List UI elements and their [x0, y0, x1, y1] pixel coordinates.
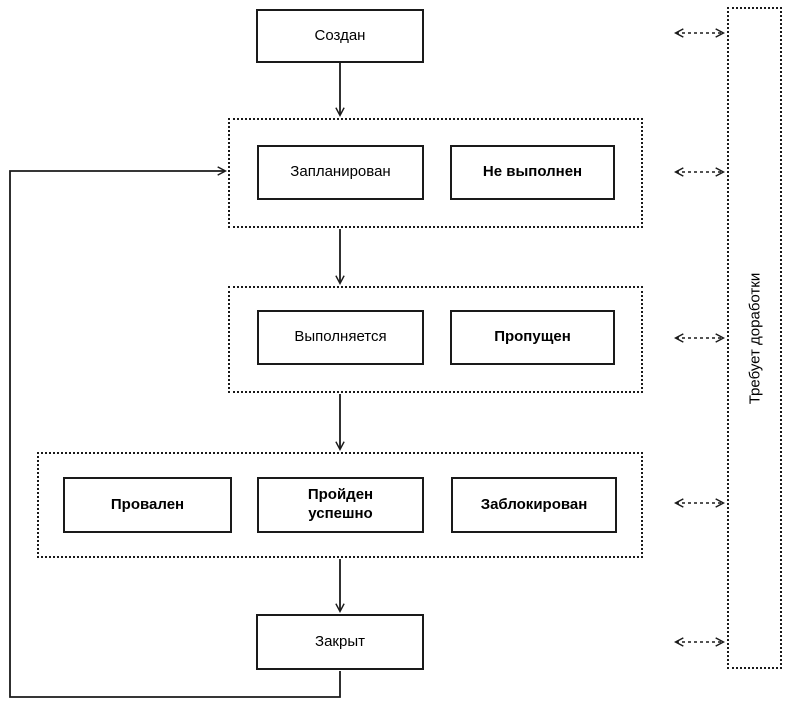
rework-arrows [676, 33, 723, 642]
node-passed-label: Пройден успешно [307, 486, 374, 522]
node-created-label: Создан [314, 26, 366, 44]
group-executing [228, 286, 643, 393]
node-planned-label: Запланирован [290, 163, 391, 181]
node-planned: Запланирован [257, 145, 424, 200]
group-result [37, 452, 643, 558]
rework-panel [727, 7, 782, 669]
node-in-progress-label: Выполняется [294, 328, 387, 346]
node-blocked-label: Заблокирован [480, 495, 588, 513]
node-not-executed-label: Не выполнен [482, 163, 583, 181]
node-closed: Закрыт [256, 614, 424, 670]
node-in-progress: Выполняется [257, 310, 424, 365]
node-failed-label: Провален [110, 495, 185, 513]
node-not-executed: Не выполнен [450, 145, 615, 200]
node-failed: Провален [63, 477, 232, 533]
node-created: Создан [256, 9, 424, 63]
node-skipped: Пропущен [450, 310, 615, 365]
group-planned [228, 118, 643, 228]
rework-panel-label: Требует доработки [746, 272, 764, 405]
node-blocked: Заблокирован [451, 477, 617, 533]
node-skipped-label: Пропущен [494, 328, 571, 346]
node-closed-label: Закрыт [315, 632, 365, 650]
node-passed: Пройден успешно [257, 477, 424, 533]
